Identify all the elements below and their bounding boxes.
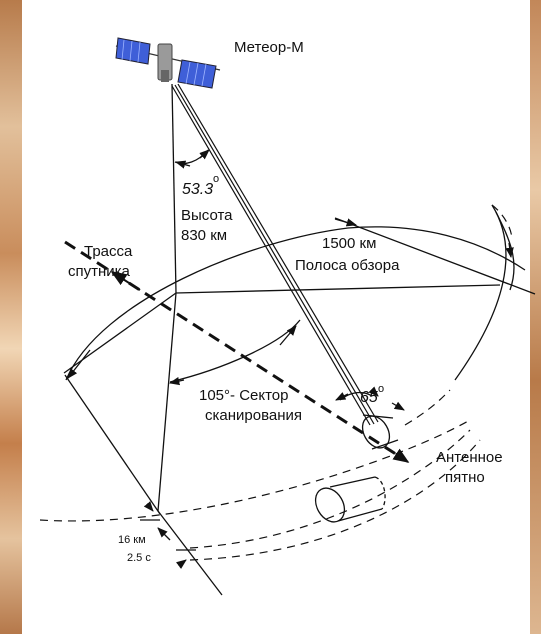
altitude-label: Высота (181, 207, 233, 224)
footprint-label-line1: Антенное (436, 449, 503, 466)
diagram-panel (22, 0, 530, 634)
degree-mark: o (213, 173, 219, 185)
swath-width: 1500 км (322, 235, 376, 252)
incidence-angle-label: 65 o (360, 383, 384, 406)
radar-beam (171, 83, 379, 426)
altitude-value: 830 км (181, 227, 227, 244)
track-label-line2: спутника (68, 263, 131, 280)
step-time: 2.5 с (127, 552, 151, 564)
footprint-label-line2: пятно (445, 469, 485, 486)
incidence-degree-mark: o (378, 383, 384, 395)
background-left-texture (0, 0, 22, 634)
incidence-value: 65 (360, 389, 378, 406)
dimension-arrows (67, 149, 514, 569)
satellite-icon (115, 37, 221, 89)
step-distance: 16 км (118, 534, 146, 546)
background-right-texture (530, 0, 541, 634)
scan-arcs (39, 204, 513, 561)
sector-label-line2: сканирования (205, 407, 302, 424)
step-markers (140, 519, 196, 551)
satellite-name: Метеор-М (234, 39, 304, 56)
satellite-track-line (64, 240, 410, 463)
swath-label: Полоса обзора (295, 257, 400, 274)
ground-geometry (63, 83, 536, 596)
nadir-angle-label: 53.3 o (182, 173, 219, 198)
track-label-line1: Трасса (84, 243, 133, 260)
antenna-footprints (314, 414, 399, 523)
angle-value: 53.3 (182, 181, 213, 198)
sector-label-line1: 105°- Сектор (199, 387, 288, 404)
